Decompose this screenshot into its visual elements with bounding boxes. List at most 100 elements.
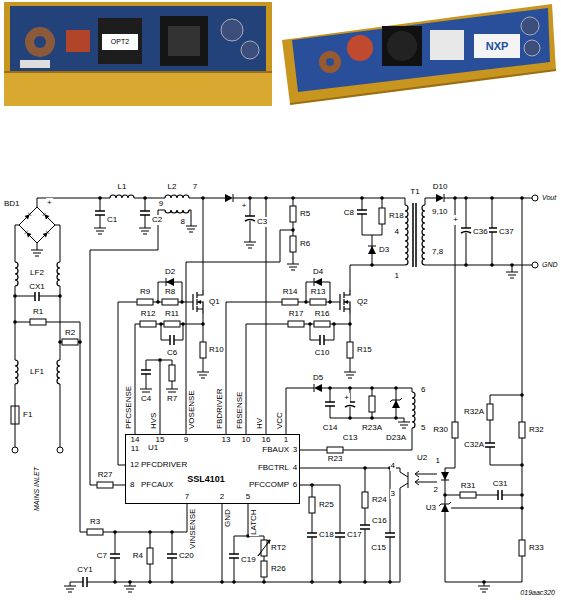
coil-winding — [57, 360, 60, 384]
polarity-mark: + — [241, 201, 248, 211]
part-label: R31 — [460, 481, 477, 491]
pin-number: 9,10 — [431, 207, 449, 217]
coil-winding — [412, 392, 415, 428]
part-label: C31 — [492, 479, 509, 489]
pin-number: 1 — [394, 271, 400, 281]
part-label: R10 — [208, 345, 225, 355]
part-label: R5 — [299, 209, 311, 219]
pin-number: 8 — [129, 480, 135, 490]
pin-number: 2 — [433, 485, 439, 495]
pin-name: FBDRIVER — [215, 388, 225, 430]
part-label: R3 — [89, 517, 101, 527]
pin-number: 7 — [184, 492, 190, 502]
pin-name: HVS — [149, 412, 159, 430]
pin-number: 1 — [435, 456, 441, 466]
part-label: R15 — [356, 345, 373, 355]
part-label: C4 — [140, 394, 152, 404]
note-text: GND — [541, 260, 559, 270]
coil-winding — [15, 262, 18, 286]
product-photo-left — [4, 2, 272, 106]
pin-number: 6 — [292, 480, 298, 490]
part-label: C13 — [342, 433, 359, 443]
pin-name: GND — [223, 508, 233, 528]
pin-number: 16 — [261, 435, 272, 445]
pin-name: HV — [255, 417, 265, 430]
coil-winding — [57, 262, 60, 286]
part-label: CY1 — [76, 565, 94, 575]
pin-number: 2 — [219, 492, 225, 502]
product-photo-right — [282, 4, 556, 104]
part-label: D10 — [432, 182, 449, 192]
part-label: C3 — [256, 217, 268, 227]
pin-name: FBSENSE — [235, 391, 245, 430]
part-label: C16 — [371, 516, 388, 526]
part-label: C7 — [96, 551, 108, 561]
pin-number: 9 — [158, 199, 164, 209]
pin-name: PFCDRIVER — [140, 460, 188, 470]
part-label: C10 — [314, 348, 331, 358]
part-label: D5 — [312, 373, 324, 383]
part-label: RT2 — [270, 543, 287, 553]
part-label: D23A — [385, 433, 407, 443]
pin-number: 3 — [292, 445, 298, 455]
polarity-mark: + — [343, 393, 350, 403]
part-label: R8 — [164, 287, 176, 297]
pin-name: VINSENSE — [188, 508, 198, 550]
part-label: R24 — [371, 495, 388, 505]
part-label: Q2 — [356, 297, 369, 307]
part-label: R4 — [132, 551, 144, 561]
part-label: R13 — [310, 287, 327, 297]
polarity-mark: + — [46, 198, 53, 208]
pin-name: LATCH — [249, 508, 259, 536]
pin-name: PFCCOMP — [248, 480, 290, 490]
part-label: R11 — [164, 309, 180, 319]
pin-name: PFCAUX — [140, 480, 174, 490]
pin-name: PFCSENSE — [124, 385, 134, 430]
pin-number: 4 — [390, 461, 396, 471]
part-label: R9 — [139, 287, 151, 297]
part-label: R32 — [528, 425, 545, 435]
part-label: C18 — [318, 530, 335, 540]
pin-name: VOSENSE — [187, 389, 197, 430]
ic-part-number: SSL4101 — [187, 474, 225, 485]
part-label: U3 — [425, 503, 437, 513]
part-label: D2 — [164, 267, 176, 277]
part-label: C36 — [472, 227, 489, 237]
part-label: R2 — [64, 328, 76, 338]
junction-dots — [13, 196, 524, 584]
part-label: R27 — [97, 470, 114, 480]
part-label: R23 — [327, 454, 344, 464]
coil-winding — [422, 205, 425, 265]
pin-number: 4 — [292, 463, 298, 473]
part-label: C32A — [463, 440, 485, 450]
part-label: R33 — [528, 543, 545, 553]
component-symbols — [11, 194, 538, 592]
part-label: D4 — [312, 267, 324, 277]
part-label: R6 — [299, 239, 311, 249]
part-label: R25 — [318, 500, 335, 510]
pin-number: 3 — [390, 489, 396, 499]
pin-number: 5 — [245, 492, 251, 502]
coil-winding — [110, 195, 134, 198]
note-text: MAINS INLET — [32, 466, 42, 512]
part-label: D3 — [378, 245, 390, 255]
part-label: R16 — [314, 309, 331, 319]
part-label: C17 — [346, 530, 363, 540]
part-label: C15 — [370, 543, 387, 553]
part-label: L2 — [167, 182, 178, 192]
pin-number: 4 — [394, 227, 400, 237]
part-label: R12 — [140, 309, 157, 319]
part-label: R7 — [166, 394, 178, 404]
part-label: R1 — [32, 307, 44, 317]
part-label: LF2 — [29, 268, 45, 278]
part-label: C19 — [240, 555, 257, 565]
pin-number: 10 — [241, 435, 252, 445]
part-label: T1 — [409, 187, 420, 197]
pin-number: 5 — [420, 423, 426, 433]
pin-number: 15 — [155, 435, 166, 445]
part-label: U2 — [416, 453, 428, 463]
part-label: L1 — [117, 182, 128, 192]
part-label: C20 — [178, 551, 195, 561]
